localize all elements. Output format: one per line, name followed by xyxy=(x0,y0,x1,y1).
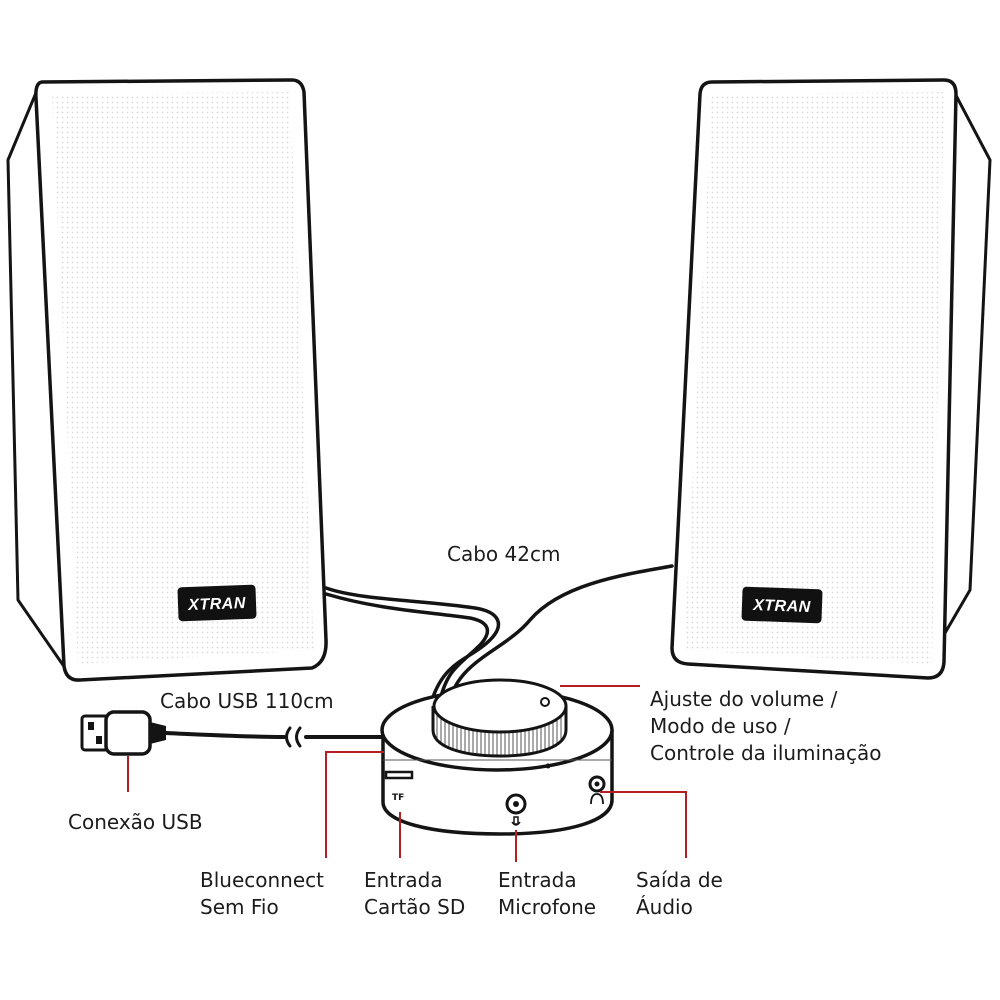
microphone-jack[interactable] xyxy=(505,793,527,826)
left-speaker-grille xyxy=(52,92,314,664)
microphone-icon xyxy=(511,816,521,826)
label-sd-card-line2: Cartão SD xyxy=(364,895,466,919)
audio-out-jack[interactable] xyxy=(588,775,606,805)
label-volume-line3: Controle da iluminação xyxy=(650,741,882,765)
label-usb-connection: Conexão USB xyxy=(68,810,203,834)
volume-knob-indicator-icon xyxy=(540,697,550,707)
sd-card-icon: TF xyxy=(392,793,404,803)
left-speaker: XTRAN xyxy=(6,78,328,682)
left-speaker-logo-badge: XTRAN xyxy=(177,584,257,622)
status-led-icon xyxy=(545,763,551,769)
label-sd-card-line1: Entrada xyxy=(364,868,443,892)
speaker-cables xyxy=(324,564,674,702)
label-audio-out: Saída de Áudio xyxy=(636,867,723,921)
right-speaker-cable xyxy=(448,564,674,702)
label-volume-control: Ajuste do volume / Modo de uso / Control… xyxy=(650,686,882,767)
left-speaker-cable-2 xyxy=(324,592,490,702)
leader-lines xyxy=(127,685,687,862)
usb-cable xyxy=(164,726,386,748)
label-microphone-line1: Entrada xyxy=(498,868,577,892)
label-audio-out-line2: Áudio xyxy=(636,895,693,919)
leader-bluetooth xyxy=(325,751,384,858)
usb-plug xyxy=(80,710,166,756)
leader-audio-out xyxy=(600,791,687,858)
label-bluetooth-line1: Blueconnect xyxy=(200,868,324,892)
label-usb-cable: Cabo USB 110cm xyxy=(160,689,334,713)
sd-card-slot[interactable]: TF xyxy=(384,770,414,803)
volume-knob[interactable] xyxy=(431,678,568,758)
right-speaker: XTRAN xyxy=(670,78,992,680)
label-bluetooth: Blueconnect Sem Fio xyxy=(200,867,324,921)
control-hub: TF xyxy=(380,678,614,836)
right-speaker-grille xyxy=(684,92,944,664)
headphone-icon xyxy=(590,793,604,805)
label-audio-out-line1: Saída de xyxy=(636,868,723,892)
label-volume-line2: Modo de uso / xyxy=(650,714,791,738)
left-speaker-logo: XTRAN xyxy=(187,595,246,614)
label-volume-line1: Ajuste do volume / xyxy=(650,687,838,711)
right-speaker-logo: XTRAN xyxy=(752,597,811,616)
right-speaker-logo-badge: XTRAN xyxy=(741,586,823,624)
label-microphone: Entrada Microfone xyxy=(498,867,596,921)
label-sd-card: Entrada Cartão SD xyxy=(364,867,465,921)
label-bluetooth-line2: Sem Fio xyxy=(200,895,279,919)
label-cable-42cm: Cabo 42cm xyxy=(447,542,561,566)
label-microphone-line2: Microfone xyxy=(498,895,597,919)
